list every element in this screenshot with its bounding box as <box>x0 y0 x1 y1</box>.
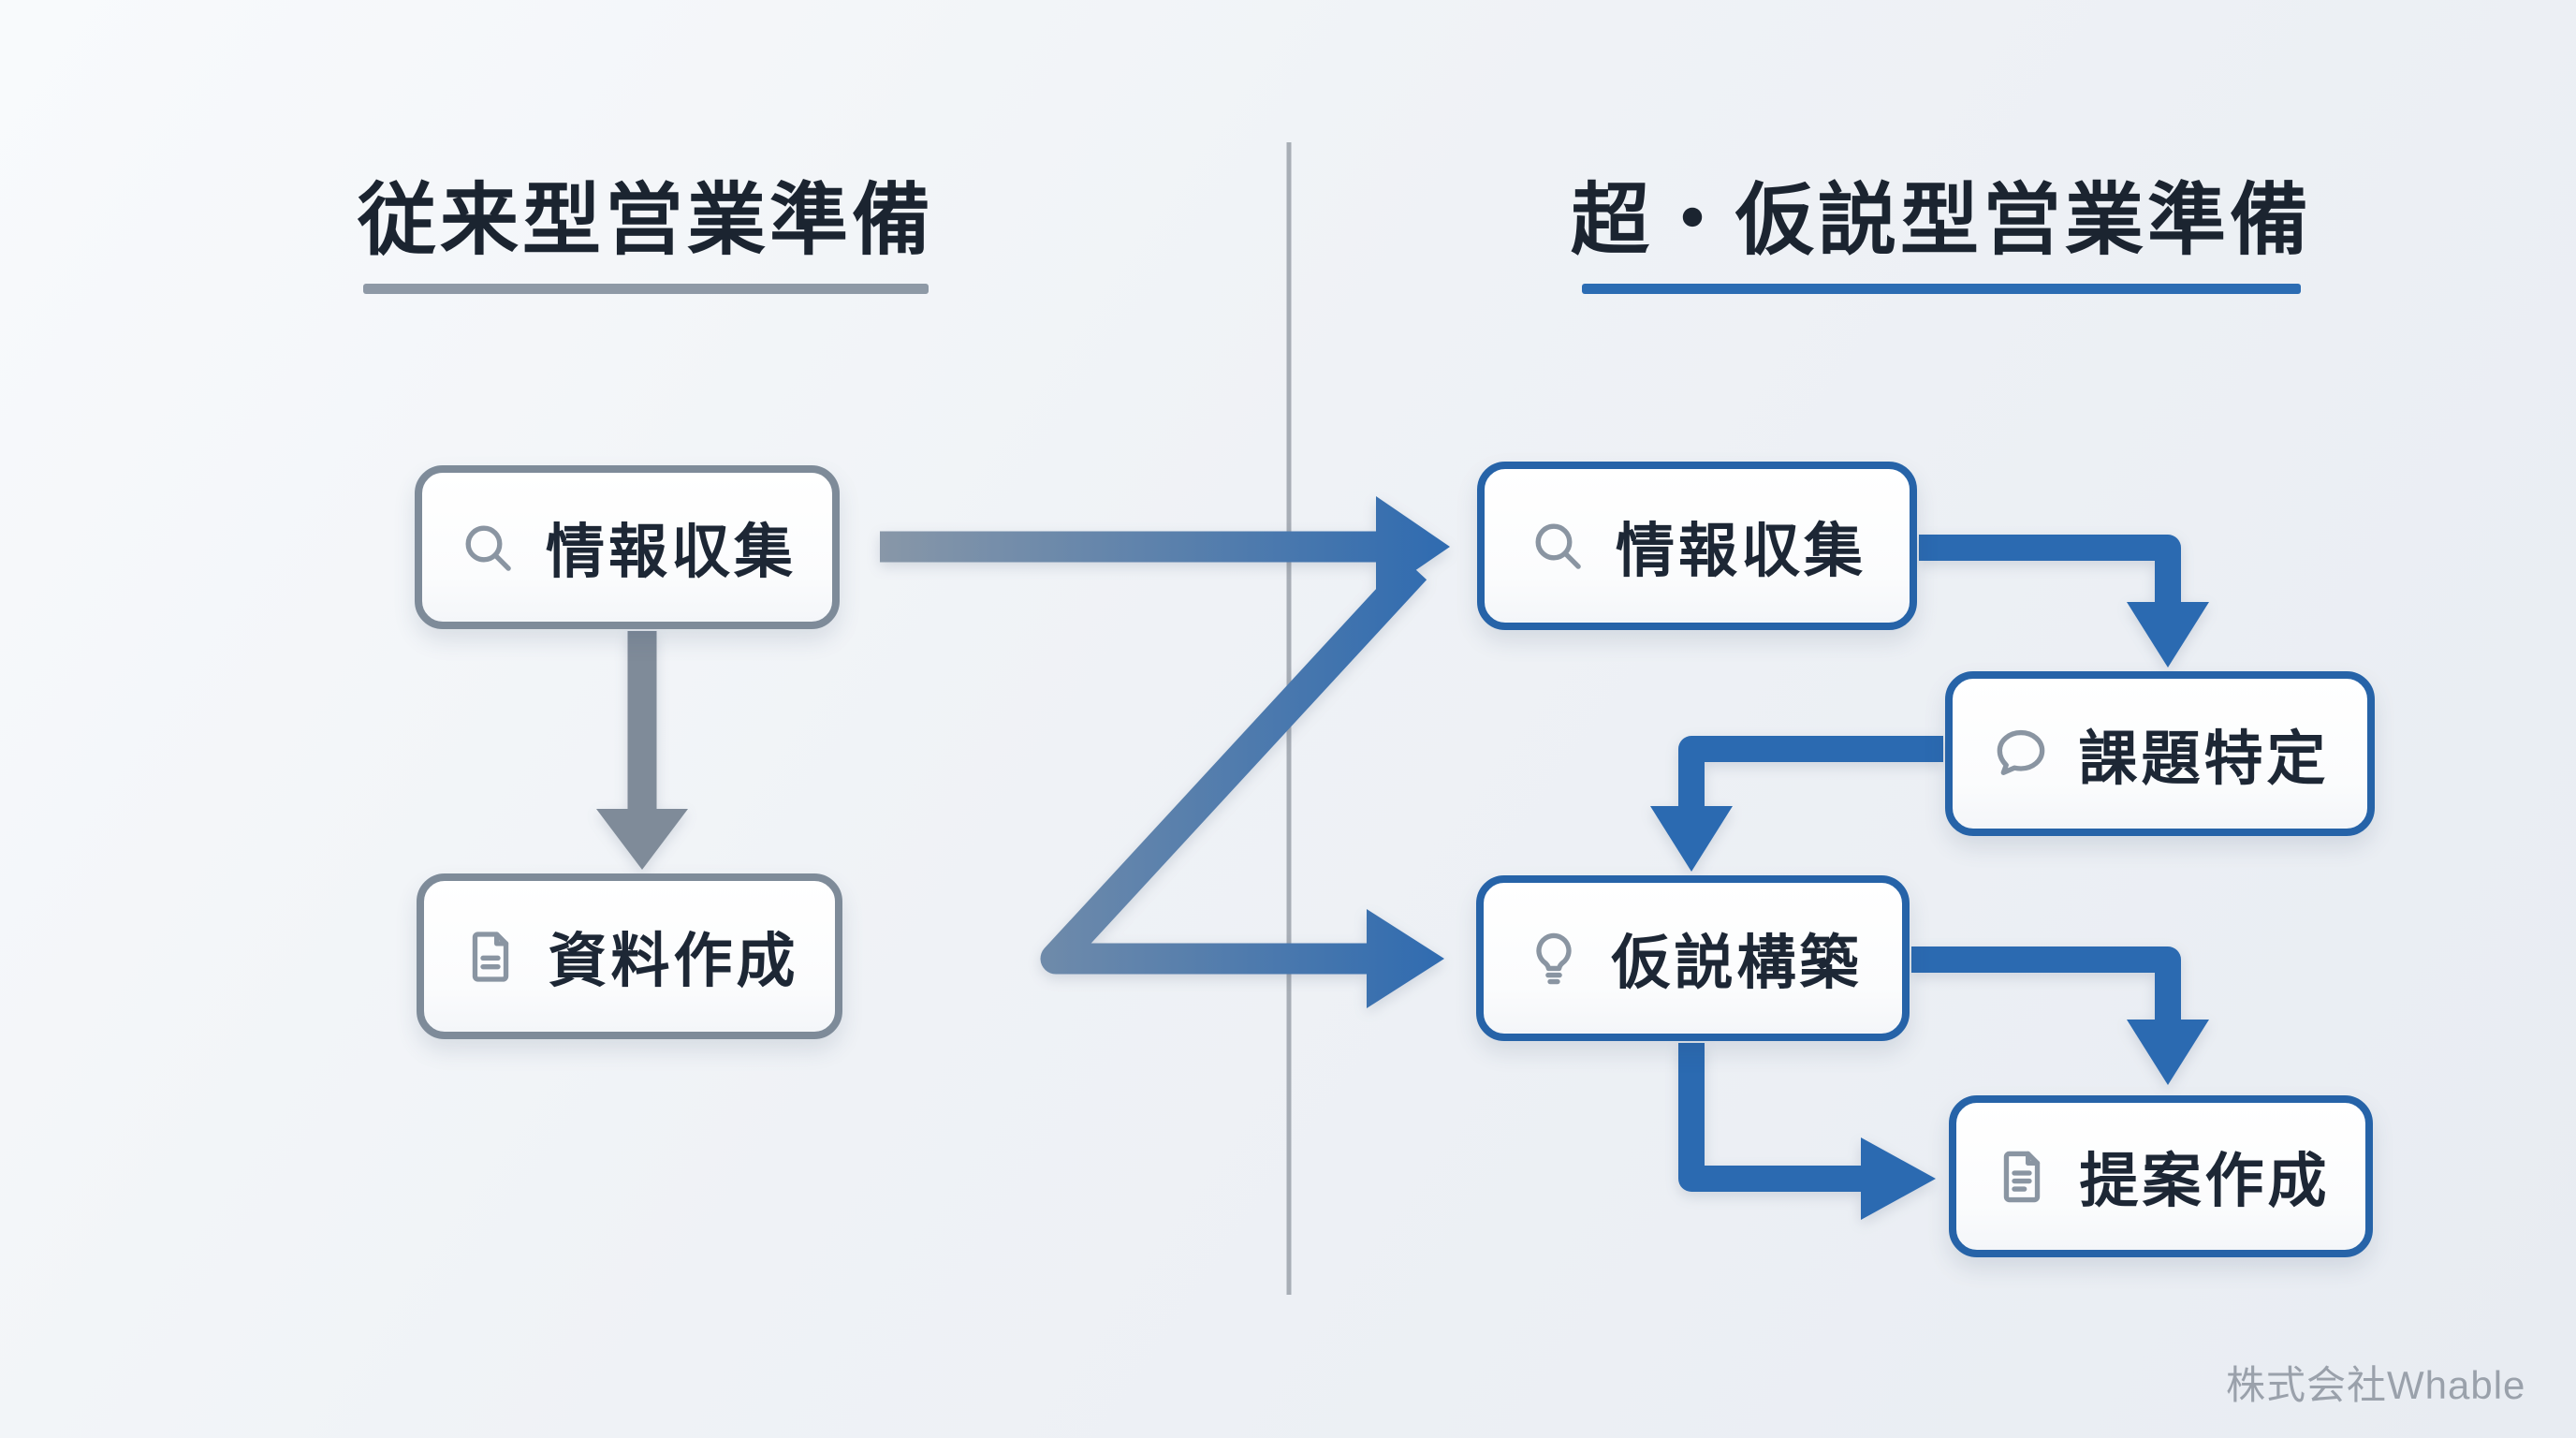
arrow-hypothesis-build-to-proposal-top <box>1911 946 2209 1085</box>
traditional-title-underline <box>363 284 929 294</box>
search-icon <box>458 518 518 578</box>
arrow-hypothesis-info-to-issue <box>1919 535 2209 668</box>
proposal-document-icon <box>1992 1147 2052 1207</box>
node-label: 資料作成 <box>548 929 799 994</box>
lightbulb-icon <box>1524 929 1584 989</box>
node-label: 情報収集 <box>1616 518 1866 584</box>
node-label: 仮説構築 <box>1611 931 1863 996</box>
node-label: 課題特定 <box>2078 726 2330 792</box>
node-label: 提案作成 <box>2079 1149 2331 1214</box>
node-hypothesis-info-gathering: 情報収集 <box>1477 462 1917 630</box>
document-icon <box>461 927 520 987</box>
node-label: 情報収集 <box>546 520 797 585</box>
arrow-hypothesis-issue-to-build <box>1650 736 1943 872</box>
arrow-traditional-info-to-doc <box>596 631 688 870</box>
speech-bubble-icon <box>1991 724 2051 784</box>
node-hypothesis-issue-identification: 課題特定 <box>1945 671 2375 836</box>
search-icon <box>1528 516 1588 576</box>
node-traditional-document-creation: 資料作成 <box>417 873 842 1039</box>
hypothesis-title-underline <box>1582 284 2301 294</box>
node-hypothesis-proposal-creation: 提案作成 <box>1949 1095 2373 1257</box>
arrow-crossover-info-to-info <box>880 496 1450 597</box>
traditional-section-title: 従来型営業準備 <box>357 176 934 264</box>
hypothesis-section-title: 超・仮説型営業準備 <box>1570 176 2312 264</box>
arrow-hypothesis-build-to-proposal-left <box>1678 1043 1936 1220</box>
arrow-crossover-z-to-hypothesis-build <box>1040 558 1444 1008</box>
node-hypothesis-hypothesis-building: 仮説構築 <box>1476 875 1910 1041</box>
company-credit: 株式会社Whable <box>2226 1363 2526 1407</box>
node-traditional-info-gathering: 情報収集 <box>415 465 840 629</box>
